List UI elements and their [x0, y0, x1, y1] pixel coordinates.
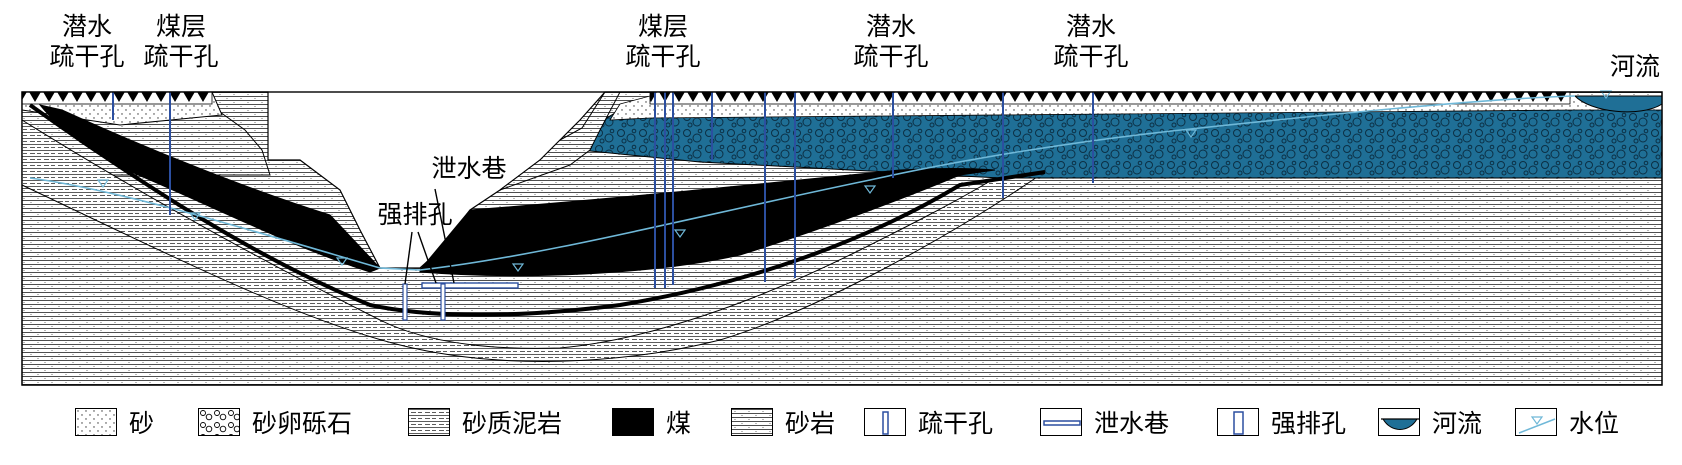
- legend-item-sandy-mudstone: 砂质泥岩: [408, 404, 562, 440]
- legend: 砂 砂卵砾石 砂质泥岩 煤 砂岩 疏干孔 泄水巷: [0, 398, 1682, 448]
- forced-drain-hole-1: [402, 283, 408, 321]
- coal-icon: [612, 408, 654, 436]
- legend-label: 砂卵砾石: [252, 409, 353, 438]
- label-coal-drain-left: 煤层 疏干孔: [137, 12, 225, 72]
- water-level: [29, 95, 1576, 271]
- legend-item-sandstone: 砂岩: [731, 404, 835, 440]
- label-forced-drain-hole: 强排孔: [377, 200, 453, 229]
- coal-right: [419, 168, 996, 277]
- label-line-2: 疏干孔: [1053, 42, 1129, 71]
- legend-item-river: 河流: [1378, 404, 1482, 440]
- forced-drain-hole-2: [440, 283, 446, 321]
- legend-item-sand: 砂: [75, 404, 154, 440]
- forced-drain-icon: [1217, 408, 1259, 436]
- drain-hole-icon: [864, 408, 906, 436]
- legend-label: 砂: [129, 409, 155, 438]
- legend-item-gravel: 砂卵砾石: [198, 404, 352, 440]
- label-line-1: 潜水: [61, 12, 112, 41]
- gravel-icon: [198, 408, 240, 436]
- water-level-icon: [1515, 408, 1557, 436]
- label-line-1: 煤层: [637, 12, 688, 41]
- legend-label: 砂质泥岩: [462, 409, 563, 438]
- label-line-2: 疏干孔: [853, 42, 929, 71]
- legend-label: 煤: [666, 409, 692, 438]
- legend-label: 砂岩: [785, 409, 836, 438]
- soil-left: [21, 91, 213, 105]
- legend-label: 水位: [1569, 409, 1620, 438]
- legend-item-forced-drain: 强排孔: [1217, 404, 1346, 440]
- sandy-mudstone-lens: [21, 119, 1042, 362]
- legend-label: 泄水巷: [1094, 409, 1170, 438]
- label-phreatic-drain-left: 潜水 疏干孔: [43, 12, 131, 72]
- label-line-2: 疏干孔: [49, 42, 125, 71]
- sandy-mudstone-icon: [408, 408, 450, 436]
- label-drainage-roadway: 泄水巷: [431, 154, 507, 183]
- sandstone-right-steps: [499, 91, 621, 191]
- drain-holes: [112, 92, 1094, 288]
- label-line-1: 潜水: [865, 12, 916, 41]
- label-phreatic-drain-right: 潜水 疏干孔: [1047, 12, 1135, 72]
- label-phreatic-drain-mid: 潜水 疏干孔: [847, 12, 935, 72]
- legend-item-drain-hole: 疏干孔: [864, 404, 993, 440]
- label-river: 河流: [1609, 52, 1660, 81]
- soil-right: [649, 91, 1571, 105]
- sandstone-icon: [731, 408, 773, 436]
- label-line-2: 疏干孔: [143, 42, 219, 71]
- legend-label: 河流: [1432, 409, 1483, 438]
- legend-label: 疏干孔: [918, 409, 994, 438]
- label-line-1: 煤层: [155, 12, 206, 41]
- sand-icon: [75, 408, 117, 436]
- drainage-roadway: [421, 282, 519, 289]
- legend-item-water-level: 水位: [1515, 404, 1619, 440]
- legend-item-coal: 煤: [612, 404, 691, 440]
- river-icon: [1378, 408, 1420, 436]
- label-coal-drain-mid: 煤层 疏干孔: [619, 12, 707, 72]
- label-line-1: 潜水: [1065, 12, 1116, 41]
- legend-item-drainage-roadway: 泄水巷: [1040, 404, 1169, 440]
- label-line-2: 疏干孔: [625, 42, 701, 71]
- legend-label: 强排孔: [1271, 409, 1347, 438]
- drainage-roadway-icon: [1040, 408, 1082, 436]
